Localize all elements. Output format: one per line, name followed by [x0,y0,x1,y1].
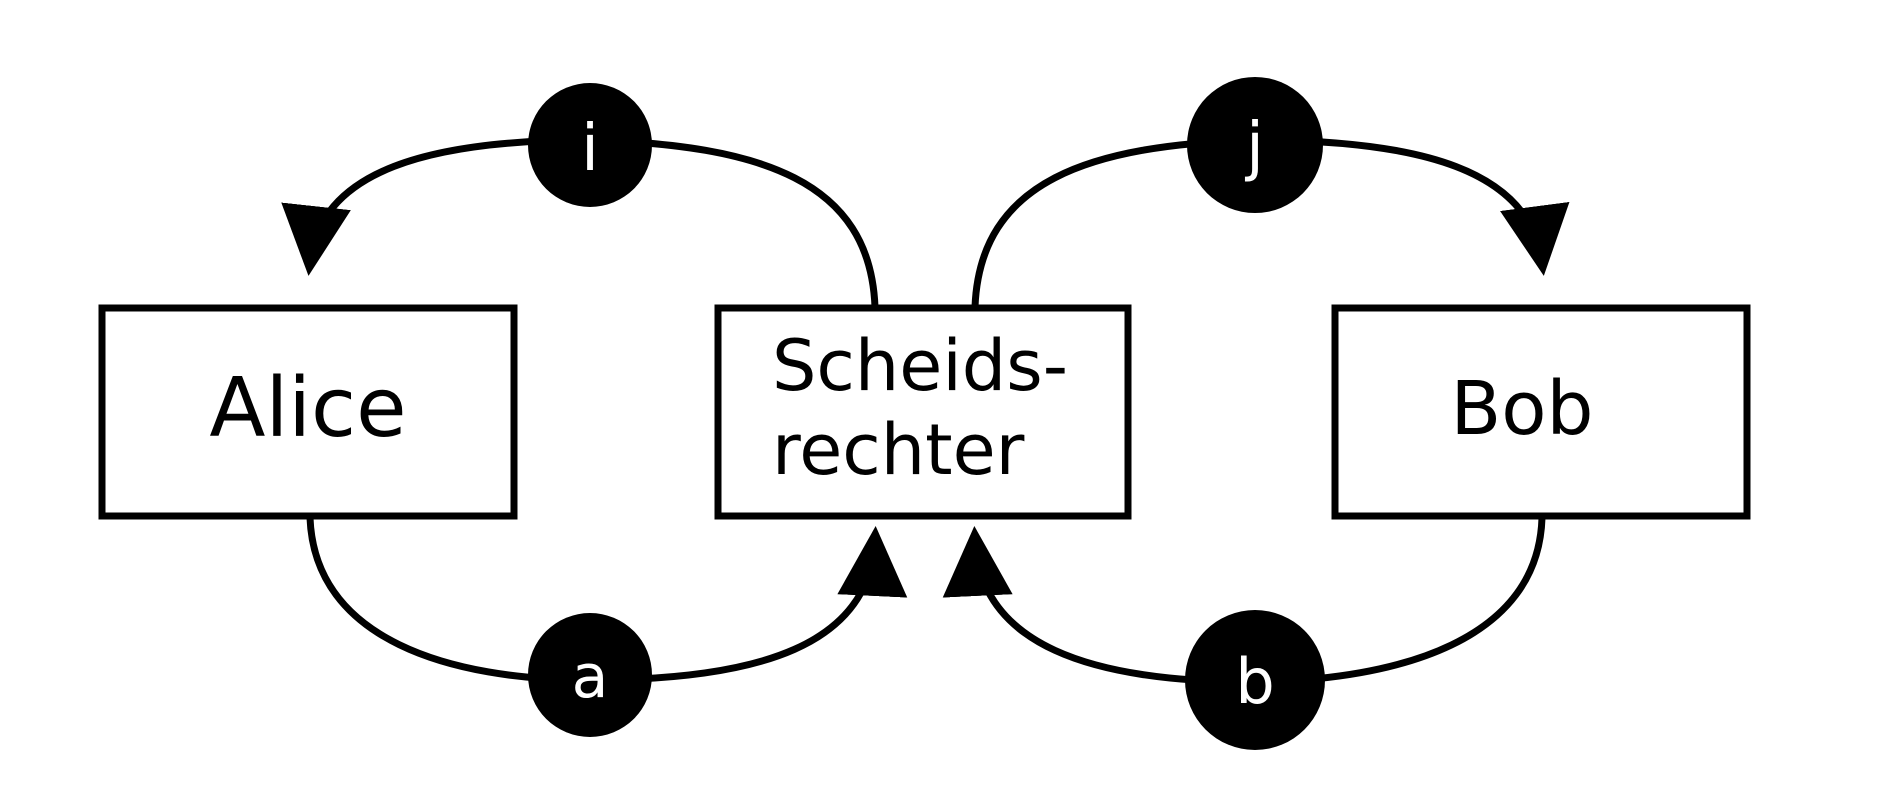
bob-box: Bob [1331,304,1751,520]
node-i-label: i [581,112,599,186]
bob-label: Bob [1450,366,1593,452]
node-j-label: j [1244,110,1264,184]
alice-box: Alice [98,304,518,520]
alice-label: Alice [209,361,406,456]
node-b-label: b [1235,645,1274,718]
referee-label-line2: rechter [772,409,1025,491]
referee-box: Scheids- rechter [714,304,1132,520]
node-a: a [528,613,652,737]
node-j: j [1187,77,1323,213]
node-i: i [528,83,652,207]
referee-label-line1: Scheids- [772,325,1068,407]
node-a-label: a [572,642,609,712]
node-b: b [1185,610,1325,750]
